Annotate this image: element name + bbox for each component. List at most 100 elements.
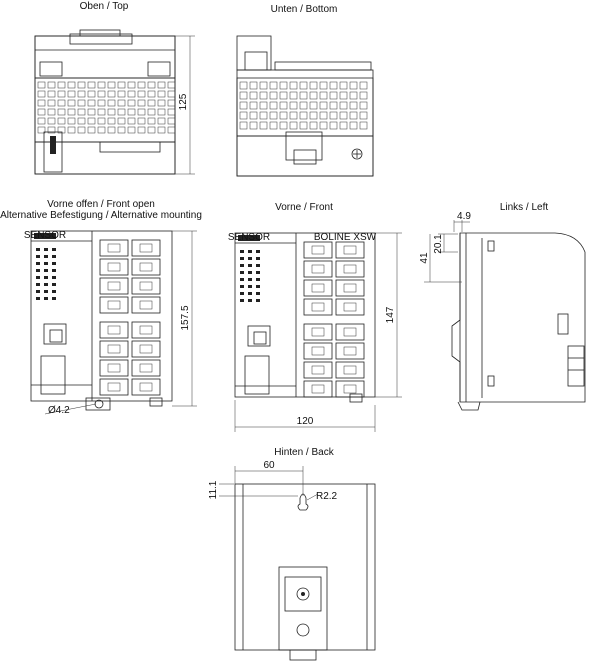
vent-slot — [97, 117, 106, 125]
vent-slot — [47, 108, 56, 116]
vent-slot — [359, 111, 368, 120]
vent-slot — [319, 111, 328, 120]
rj45-port — [335, 279, 365, 297]
vent-slot — [37, 81, 46, 89]
vent-slot — [97, 81, 106, 89]
vent-slot — [349, 91, 358, 100]
status-led — [44, 269, 48, 272]
vent-slot — [137, 126, 146, 134]
vent-slot — [117, 81, 126, 89]
rj45-jack — [343, 245, 357, 255]
dim-hole: Ø4.2 — [48, 405, 70, 416]
vent-slot — [77, 126, 86, 134]
vent-slot — [97, 99, 106, 107]
vent-slot — [47, 81, 56, 89]
status-led — [36, 283, 40, 286]
rj45-port — [303, 342, 333, 360]
status-led — [44, 255, 48, 258]
vent-slot — [77, 117, 86, 125]
vent-slot — [97, 108, 106, 116]
vent-slot — [127, 126, 136, 134]
vent-slot — [289, 111, 298, 120]
status-led — [240, 299, 244, 302]
rj45-jack — [311, 327, 325, 337]
status-led — [36, 276, 40, 279]
vent-slot — [87, 99, 96, 107]
vent-slot — [127, 90, 136, 98]
rj45-port — [335, 241, 365, 259]
vent-slot — [117, 117, 126, 125]
vent-slot — [349, 121, 358, 130]
dim-120: 120 — [297, 416, 314, 427]
status-led — [36, 269, 40, 272]
vent-slot — [47, 117, 56, 125]
vent-slot — [309, 91, 318, 100]
vent-slot — [87, 81, 96, 89]
rj45-jack — [139, 281, 153, 291]
status-led — [256, 278, 260, 281]
vent-slot — [239, 101, 248, 110]
vent-slot — [107, 81, 116, 89]
vent-slot — [57, 90, 66, 98]
vent-slot — [137, 117, 146, 125]
vent-slot — [239, 121, 248, 130]
rj45-jack — [343, 302, 357, 312]
vent-slot — [279, 101, 288, 110]
vent-slot — [147, 126, 156, 134]
dim-147: 147 — [385, 306, 396, 323]
status-led — [44, 297, 48, 300]
dim-157-5: 157.5 — [180, 305, 191, 330]
vent-slot — [339, 91, 348, 100]
vent-slot — [47, 126, 56, 134]
front-open-label-1: Vorne offen / Front open — [47, 199, 155, 210]
status-led — [248, 250, 252, 253]
status-led — [240, 292, 244, 295]
vent-slot — [329, 111, 338, 120]
vent-slot — [329, 121, 338, 130]
vent-slot — [319, 121, 328, 130]
vent-slot — [147, 81, 156, 89]
rj45-port — [335, 361, 365, 379]
vent-slot — [117, 99, 126, 107]
vent-slot — [67, 90, 76, 98]
vent-slot — [339, 81, 348, 90]
vent-slot — [107, 126, 116, 134]
rj45-port — [131, 277, 161, 295]
status-led — [240, 250, 244, 253]
status-led — [44, 283, 48, 286]
vent-slot — [157, 90, 166, 98]
vent-slot — [117, 90, 126, 98]
vent-slot — [157, 99, 166, 107]
rj45-port — [99, 239, 129, 257]
vent-slot — [77, 108, 86, 116]
status-led — [256, 285, 260, 288]
rj45-jack — [343, 346, 357, 356]
vent-slot — [249, 91, 258, 100]
vent-slot — [259, 81, 268, 90]
status-led — [44, 290, 48, 293]
vent-slot — [359, 101, 368, 110]
vent-slot — [97, 126, 106, 134]
vent-slot — [359, 81, 368, 90]
rj45-jack — [107, 243, 121, 253]
dim-11-1: 11.1 — [208, 480, 219, 499]
dim-60: 60 — [263, 460, 275, 471]
status-led — [44, 276, 48, 279]
vent-slot — [157, 108, 166, 116]
vent-slot — [309, 81, 318, 90]
vent-slot — [269, 111, 278, 120]
vent-slot — [57, 99, 66, 107]
vent-slot — [249, 81, 258, 90]
vent-slot — [329, 101, 338, 110]
vent-slot — [329, 81, 338, 90]
rj45-jack — [311, 384, 325, 394]
rj45-port — [303, 361, 333, 379]
vent-slot — [349, 111, 358, 120]
rj45-jack — [107, 300, 121, 310]
vent-slot — [127, 81, 136, 89]
vent-slot — [279, 81, 288, 90]
vent-slot — [309, 121, 318, 130]
vent-slot — [137, 99, 146, 107]
status-led — [52, 269, 56, 272]
dim-4-9: 4.9 — [457, 211, 471, 222]
